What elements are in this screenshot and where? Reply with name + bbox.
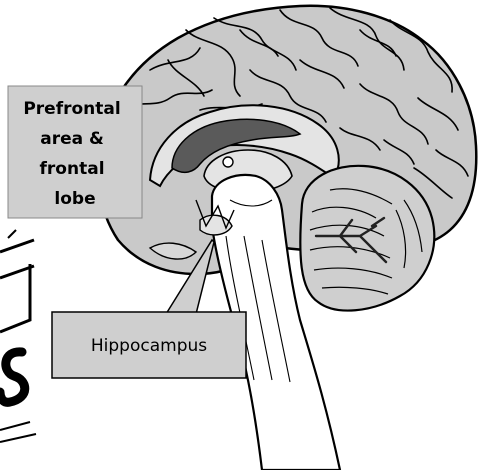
prefrontal-label-line-4: lobe [54,189,95,209]
prefrontal-label-line-3: frontal [40,159,105,179]
hippocampus-label: Hippocampus [91,336,207,356]
prefrontal-label-line-2: area & [40,129,104,149]
cerebellum [300,166,434,311]
thalamus-dot [223,157,233,167]
left-edge-fragment [0,230,36,442]
prefrontal-callout: Prefrontal area & frontal lobe [8,86,142,218]
prefrontal-label-line-1: Prefrontal [23,99,120,119]
